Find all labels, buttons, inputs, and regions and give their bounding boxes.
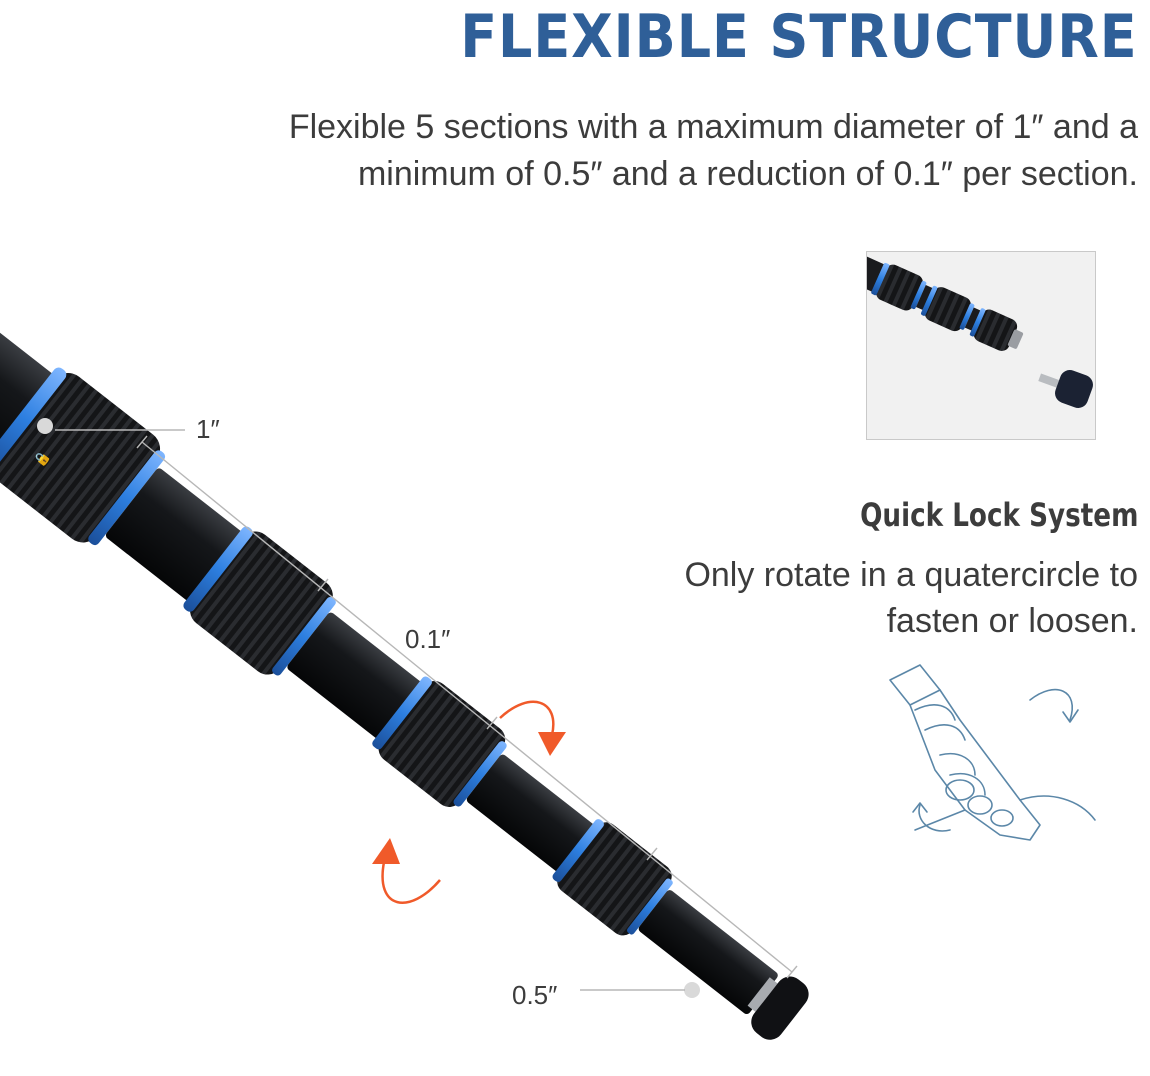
intro-line-2: minimum of 0.5″ and a reduction of 0.1″ …: [357, 155, 1138, 193]
intro-line-1: Flexible 5 sections with a maximum diame…: [288, 108, 1138, 146]
feature-description: Only rotate in a quatercircle to fasten …: [578, 552, 1138, 644]
min-diameter-dot-icon: [684, 982, 700, 998]
intro-text: Flexible 5 sections with a maximum diame…: [78, 104, 1138, 198]
max-diameter-label: 1″: [196, 414, 220, 444]
section-length-line: [141, 441, 793, 973]
page-title: FLEXIBLE STRUCTURE: [460, 2, 1138, 72]
lock-dot-icon: [37, 418, 53, 434]
rotate-arrow-head-2: [372, 838, 400, 864]
feature-desc-line-2: fasten or loosen.: [886, 602, 1138, 640]
rubber-foot-icon: [1038, 370, 1093, 408]
inset-photo: [866, 251, 1096, 440]
sketch-rotate-arrow-icon: [1029, 688, 1073, 721]
section-reduction-label: 0.1″: [405, 624, 451, 654]
sketch-pole-top: [889, 664, 941, 706]
feature-desc-line-1: Only rotate in a quatercircle to: [684, 556, 1138, 594]
inset-clamps-illustration: [867, 252, 1093, 408]
feature-title: Quick Lock System: [859, 496, 1138, 534]
rotate-arrow-head-1: [538, 732, 566, 756]
monopod-pole: [0, 286, 809, 1040]
dimension-lines: [55, 429, 798, 991]
rotate-arrow-icon: [499, 700, 555, 736]
hand-rotation-sketch: [889, 664, 1096, 841]
rotate-arrow-icon-2: [381, 861, 441, 904]
min-diameter-label: 0.5″: [512, 980, 558, 1010]
